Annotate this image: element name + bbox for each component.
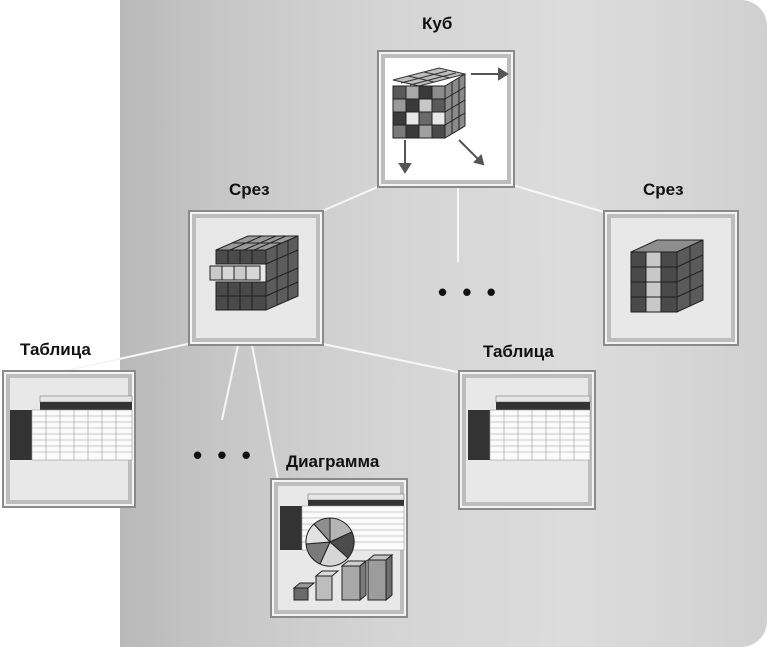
cube-node[interactable] [377,50,515,188]
table-icon-right [468,395,591,461]
slice-left-label: Срез [229,180,270,199]
ellipsis-middle: • • • [438,277,500,307]
table-left-label: Таблица [20,340,91,359]
ellipsis-lower: • • • [193,440,255,470]
slice-cube-icon-left [209,235,299,311]
table-right-node[interactable] [458,370,596,510]
slice-cube-icon-right [630,239,704,313]
table-icon-left [10,395,133,461]
slice-left-node[interactable] [188,210,324,346]
cube-icon [392,67,509,174]
table-left-node[interactable] [2,370,136,508]
cube-label: Куб [422,14,453,33]
chart-node[interactable] [270,478,408,618]
slice-right-node[interactable] [603,210,739,346]
slice-right-label: Срез [643,180,684,199]
table-right-label: Таблица [483,342,554,361]
chart-icon [280,493,405,602]
chart-label: Диаграмма [286,452,380,471]
